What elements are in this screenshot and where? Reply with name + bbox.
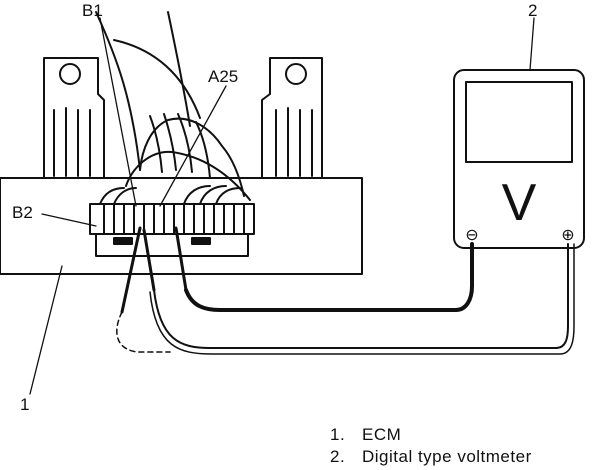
label-b1: B1: [82, 1, 103, 20]
legend: 1. ECM 2. Digital type voltmeter: [330, 424, 532, 468]
mounting-bracket-left: [43, 57, 105, 179]
probe-ground: [142, 228, 156, 292]
positive-lead: [153, 243, 569, 349]
leader-a25: [159, 85, 227, 207]
leader-b2: [41, 213, 97, 227]
legend-item: 2. Digital type voltmeter: [330, 446, 532, 468]
wiring-harness: [95, 11, 251, 201]
voltmeter-display-label: V: [502, 174, 537, 232]
leader-callout-1: [29, 265, 63, 395]
callout-1: 1: [20, 395, 29, 414]
negative-lead: [184, 242, 474, 312]
negative-terminal-icon: ⊖: [465, 225, 478, 244]
legend-text: Digital type voltmeter: [362, 447, 532, 466]
label-b2: B2: [12, 203, 33, 222]
legend-number: 2.: [330, 447, 346, 466]
probe-negative: [174, 226, 188, 292]
legend-number: 1.: [330, 425, 346, 444]
leader-b1: [99, 17, 137, 207]
dashed-lead: [116, 311, 171, 353]
digital-voltmeter: [453, 69, 585, 249]
mounting-bracket-right: [261, 57, 323, 179]
legend-text: ECM: [362, 425, 402, 444]
positive-lead-outer: [149, 243, 575, 355]
legend-item: 1. ECM: [330, 424, 532, 446]
probe-positive: [120, 226, 142, 314]
callout-2: 2: [528, 1, 537, 20]
positive-terminal-icon: ⊕: [561, 225, 574, 244]
ecm-connector: [89, 185, 255, 257]
leader-callout-2: [529, 17, 535, 71]
label-a25: A25: [208, 67, 238, 86]
